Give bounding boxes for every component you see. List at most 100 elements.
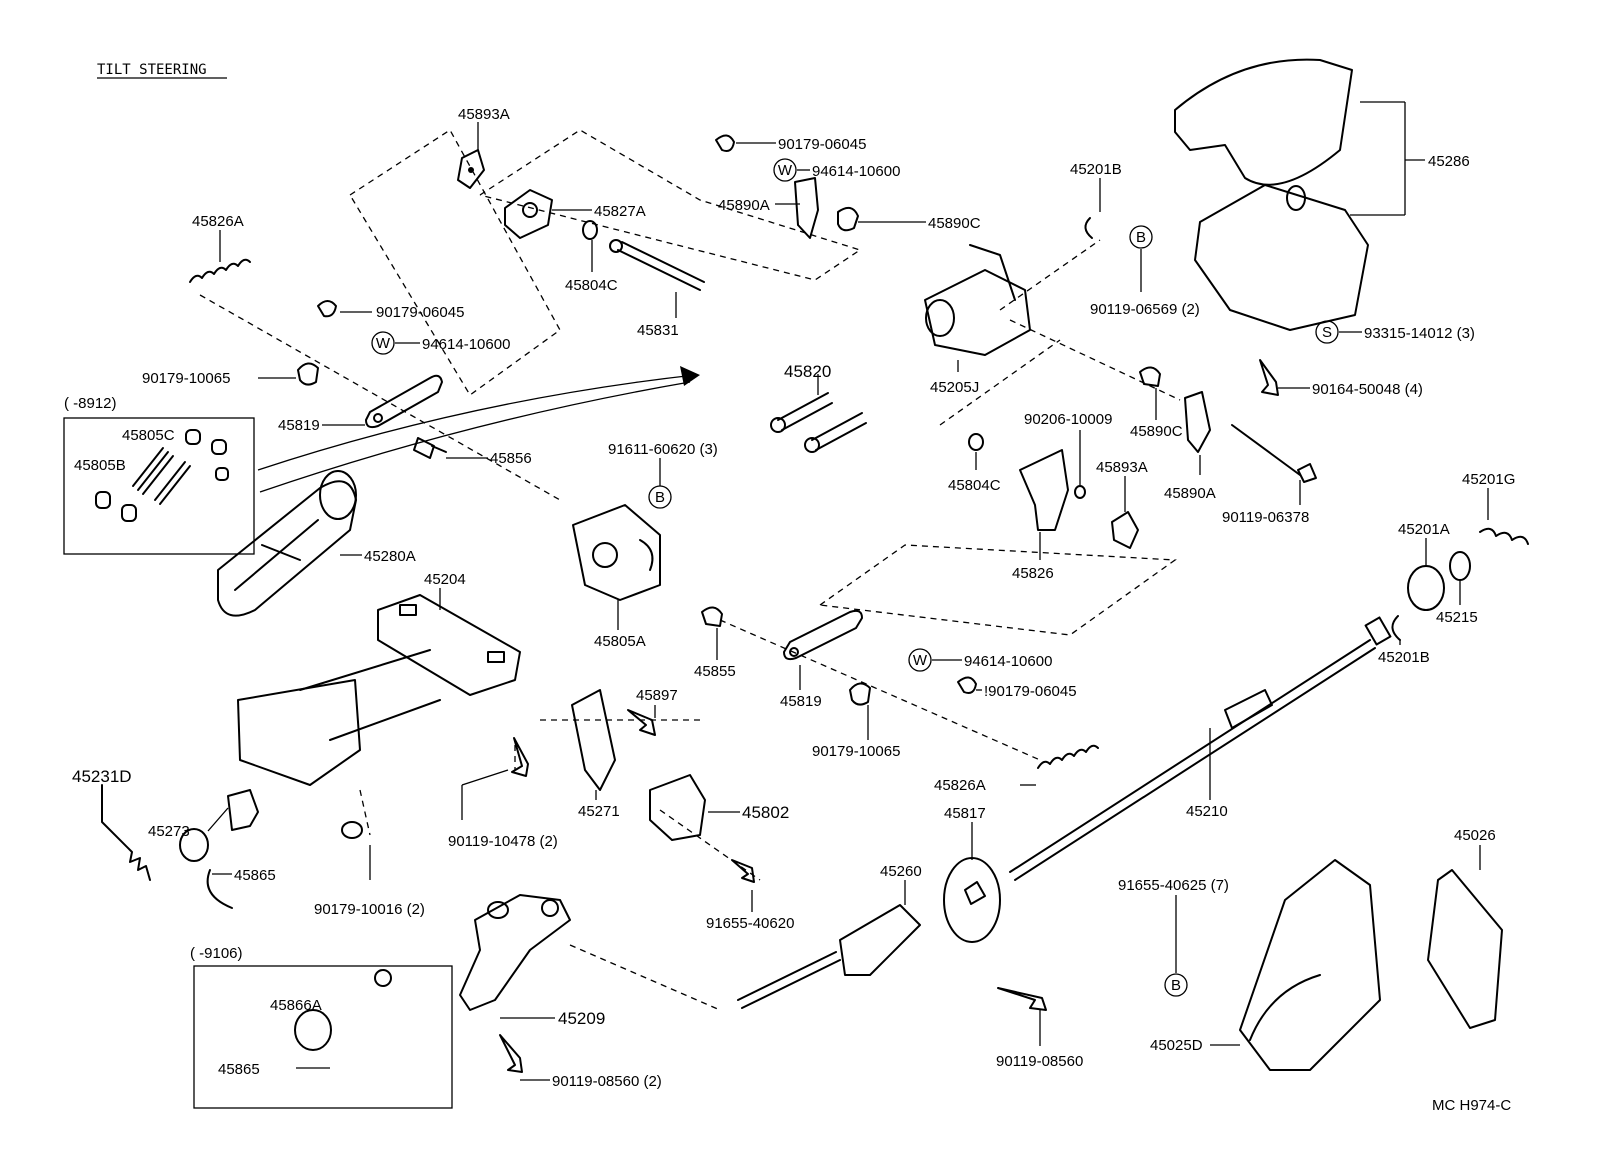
svg-text:S: S bbox=[1322, 324, 1332, 341]
spring-kit-parts bbox=[95, 429, 229, 522]
label-45826a-bottom: 45826A bbox=[934, 777, 986, 794]
label-90119-06569: 90119-06569 (2) bbox=[1090, 301, 1200, 318]
label-45827a: 45827A bbox=[594, 203, 646, 220]
label-45817: 45817 bbox=[944, 805, 986, 822]
bracket-45026 bbox=[1427, 869, 1503, 1029]
diagram-title: TILT STEERING bbox=[97, 62, 207, 78]
label-90119-08560-b: 90119-08560 bbox=[996, 1053, 1083, 1070]
label-45890c-mid: 45890C bbox=[1130, 423, 1183, 440]
label-90119-10478: 90119-10478 (2) bbox=[448, 833, 558, 850]
bolt-90119-08560-b bbox=[997, 987, 1047, 1011]
range-box-lower bbox=[193, 965, 453, 1109]
boot-45025d bbox=[1239, 859, 1381, 1071]
label-45210: 45210 bbox=[1186, 803, 1228, 820]
bracket-45826 bbox=[1019, 449, 1069, 531]
label-91655-40625: 91655-40625 (7) bbox=[1118, 877, 1229, 894]
svg-text:W: W bbox=[376, 335, 391, 352]
nut-90179-10065-a bbox=[297, 362, 319, 386]
label-45865-a: 45865 bbox=[234, 867, 276, 884]
label-90206-10009: 90206-10009 bbox=[1024, 411, 1112, 428]
cover-45286 bbox=[1174, 58, 1369, 331]
bracket-45271 bbox=[571, 689, 616, 791]
bolt-90119-08560-a bbox=[499, 1034, 523, 1073]
link-45819-b bbox=[783, 609, 863, 661]
washer-badge-c: W bbox=[908, 648, 932, 672]
svg-text:W: W bbox=[778, 162, 793, 179]
wire-45231d bbox=[101, 784, 151, 881]
yoke-45209 bbox=[459, 894, 571, 1011]
label-45826: 45826 bbox=[1012, 565, 1054, 582]
label-45205j: 45205J bbox=[930, 379, 979, 396]
stud-45856 bbox=[413, 437, 447, 459]
label-45897: 45897 bbox=[636, 687, 678, 704]
label-45804c-mid: 45804C bbox=[948, 477, 1001, 494]
label-45804c-top: 45804C bbox=[565, 277, 618, 294]
leader-lines bbox=[207, 101, 1489, 1081]
bolt-badge-c: B bbox=[1164, 973, 1188, 997]
label-45805c: 45805C bbox=[122, 427, 175, 444]
bushing-45865-a bbox=[179, 828, 209, 862]
label-45855: 45855 bbox=[694, 663, 736, 680]
bushing-45865-b bbox=[294, 1009, 332, 1051]
pin-45831 bbox=[609, 239, 705, 291]
sleeve-45273 bbox=[227, 789, 259, 831]
spring-45826a-top bbox=[189, 258, 251, 283]
label-45260: 45260 bbox=[880, 863, 922, 880]
bolt-badge-b: B bbox=[1129, 225, 1153, 249]
screw-91655-40620 bbox=[731, 859, 755, 883]
label-94614-10600-c: 94614-10600 bbox=[964, 653, 1052, 670]
label-90179-10065-b: 90179-10065 bbox=[812, 743, 900, 760]
collar-45804c-top bbox=[582, 220, 598, 240]
label-45893a-mid: 45893A bbox=[1096, 459, 1148, 476]
label-45856: 45856 bbox=[490, 450, 532, 467]
label-45890a-top: 45890A bbox=[718, 197, 770, 214]
column-tube-45280a bbox=[217, 470, 357, 617]
label-45866a: 45866A bbox=[270, 997, 322, 1014]
washer-badge-b: W bbox=[773, 158, 797, 182]
nut-90179-06045-a bbox=[317, 300, 337, 318]
stud-45890c-top bbox=[837, 206, 859, 232]
label-45802: 45802 bbox=[742, 803, 789, 822]
range-upper-label: ( -8912) bbox=[64, 395, 117, 412]
link-45819-a bbox=[365, 374, 443, 429]
part-labels: 45893A 45827A 45826A 45804C 45831 90179-… bbox=[72, 106, 1515, 1090]
label-45280a: 45280A bbox=[364, 548, 416, 565]
plate-45817 bbox=[943, 857, 1001, 943]
range-box-upper bbox=[63, 417, 255, 555]
label-90179-06045-b: 90179-06045 bbox=[778, 136, 866, 153]
bolt-90119-10478 bbox=[511, 737, 529, 777]
label-90164-50048: 90164-50048 (4) bbox=[1312, 381, 1423, 398]
lever-45890a-mid bbox=[1184, 391, 1211, 453]
nut-90179-10065-b bbox=[849, 682, 871, 706]
stud-45855 bbox=[701, 606, 723, 627]
label-91611-60620: 91611-60620 (3) bbox=[608, 441, 718, 458]
screw-badge: S bbox=[1315, 320, 1339, 344]
svg-text:B: B bbox=[1136, 229, 1146, 246]
label-90119-06378: 90119-06378 bbox=[1222, 509, 1309, 526]
label-93315-14012: 93315-14012 (3) bbox=[1364, 325, 1475, 342]
label-45201a: 45201A bbox=[1398, 521, 1450, 538]
lever-45890a-top bbox=[794, 177, 819, 239]
bolt-90119-06378 bbox=[1231, 424, 1317, 483]
label-94614-10600-a: 94614-10600 bbox=[422, 336, 510, 353]
bolt-badge-a: B bbox=[648, 485, 672, 509]
label-45893a-top: 45893A bbox=[458, 106, 510, 123]
label-45865-b: 45865 bbox=[218, 1061, 260, 1078]
label-45204: 45204 bbox=[424, 571, 466, 588]
snap-ring-45201b-bottom bbox=[1391, 615, 1401, 641]
collar-45866a bbox=[374, 969, 392, 987]
bracket-45893a-top bbox=[457, 149, 485, 189]
label-45025d: 45025D bbox=[1150, 1037, 1203, 1054]
label-45209: 45209 bbox=[558, 1009, 605, 1028]
svg-text:B: B bbox=[1171, 977, 1181, 994]
label-45286: 45286 bbox=[1428, 153, 1470, 170]
label-45231d: 45231D bbox=[72, 767, 132, 786]
label-45820: 45820 bbox=[784, 362, 831, 381]
drawing-code: MC H974-C bbox=[1432, 1097, 1511, 1114]
insert-arrow bbox=[206, 869, 233, 909]
bracket-45205j bbox=[924, 244, 1031, 356]
label-90119-08560-a: 90119-08560 (2) bbox=[552, 1073, 662, 1090]
label-90179-10065-a: 90179-10065 bbox=[142, 370, 230, 387]
label-45201b-top: 45201B bbox=[1070, 161, 1122, 178]
